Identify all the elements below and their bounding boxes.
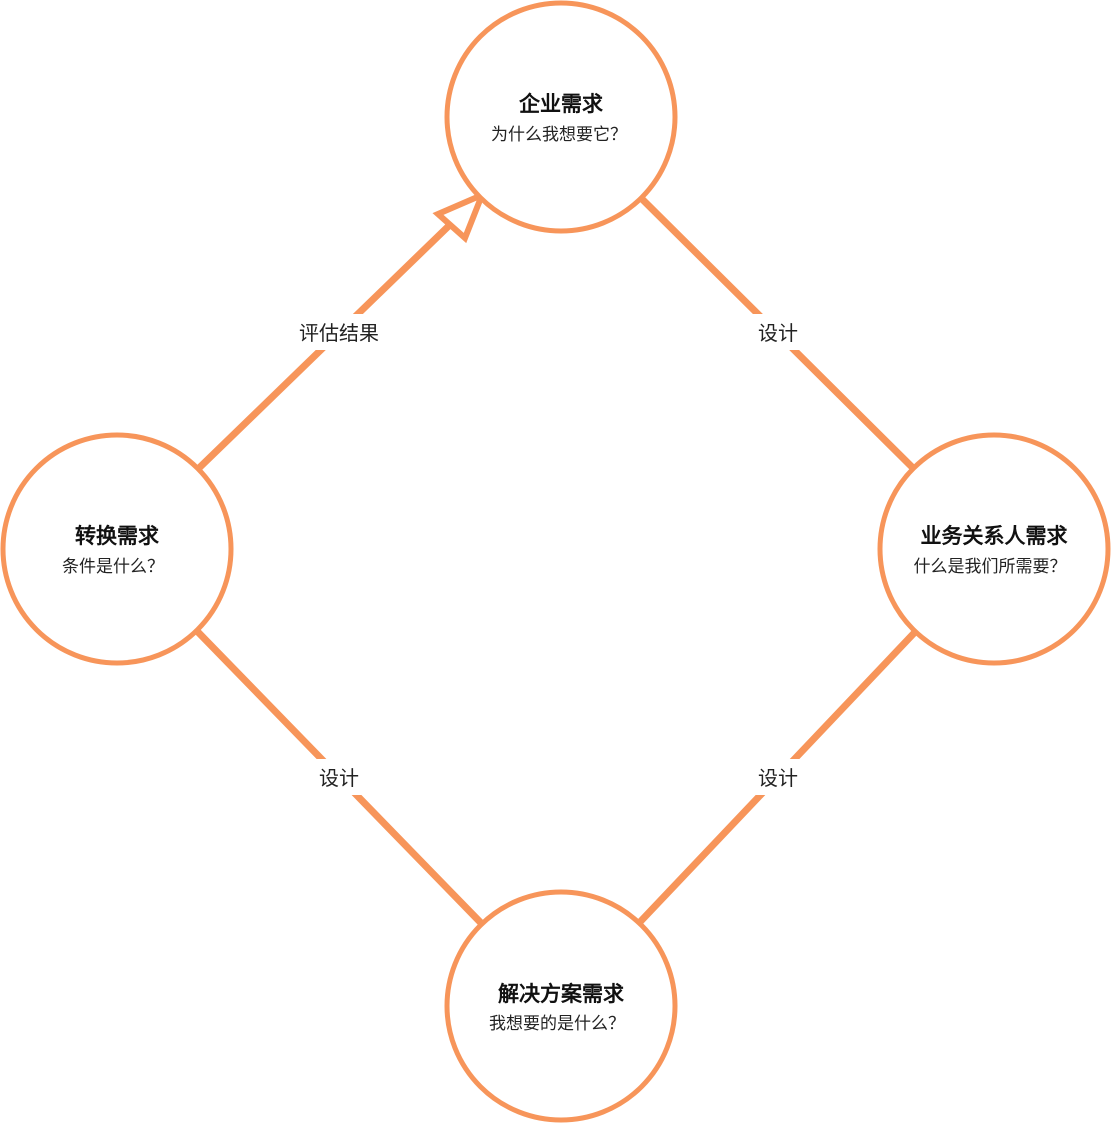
edge-label-design-bottom-right-bg	[751, 759, 805, 795]
node-enterprise-circle	[444, 0, 678, 234]
edge-label-design-top-right-bg	[751, 314, 805, 350]
edge-label-design-bottom-right-text: 设计	[758, 766, 798, 790]
node-solution: 解决方案需求 我想要的是什么？	[444, 889, 678, 1123]
edge-label-design-bottom-left-bg	[312, 759, 366, 795]
node-stakeholder: 业务关系人需求 什么是我们所需要？	[877, 432, 1111, 666]
node-solution-title: 解决方案需求	[498, 981, 624, 1006]
node-stakeholder-subtitle: 什么是我们所需要？	[914, 557, 1067, 577]
edge-label-evaluate-text: 评估结果	[299, 321, 379, 345]
node-transition-subtitle: 条件是什么？	[62, 557, 164, 577]
node-transition-circle	[0, 432, 234, 666]
edge-label-evaluate-bg	[290, 314, 388, 350]
node-enterprise: 企业需求 为什么我想要它？	[444, 0, 678, 234]
node-stakeholder-title: 业务关系人需求	[921, 523, 1068, 548]
edge-label-design-bottom-left: 设计	[312, 759, 366, 795]
node-enterprise-title: 企业需求	[518, 91, 603, 116]
connectors	[192, 194, 920, 928]
node-transition-title: 转换需求	[75, 523, 159, 548]
node-solution-circle	[444, 889, 678, 1123]
node-solution-subtitle: 我想要的是什么？	[489, 1014, 625, 1034]
edge-label-evaluate: 评估结果	[290, 314, 388, 350]
node-stakeholder-circle	[877, 432, 1111, 666]
edge-label-design-top-right: 设计	[751, 314, 805, 350]
edge-label-design-top-right-text: 设计	[758, 321, 798, 345]
node-transition: 转换需求 条件是什么？	[0, 432, 234, 666]
edge-label-design-bottom-left-text: 设计	[319, 766, 359, 790]
edge-label-design-bottom-right: 设计	[751, 759, 805, 795]
arrowhead-to-enterprise	[432, 189, 488, 244]
node-enterprise-subtitle: 为什么我想要它？	[491, 125, 627, 145]
